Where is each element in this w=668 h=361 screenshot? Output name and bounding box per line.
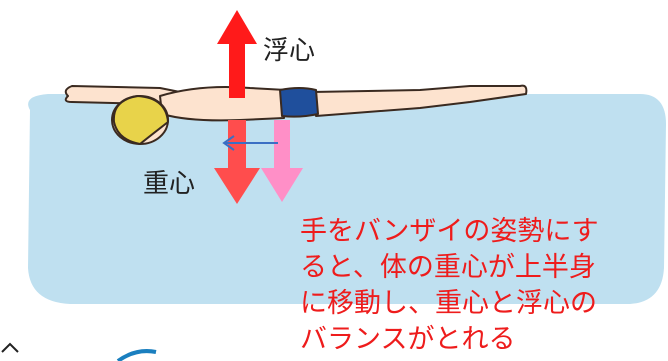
partial-label-fragment: [1, 342, 19, 353]
swim-cap: [112, 95, 169, 145]
shifted-gravity-arrow: [261, 120, 303, 202]
gravity-arrow: [214, 120, 260, 204]
explanation-caption: 手をバンザイの姿勢にす ると、体の重心が上半身 に移動し、重心と浮心の バランス…: [300, 214, 666, 358]
water-pool: [28, 94, 666, 304]
buoyancy-label: 浮心: [263, 36, 316, 66]
shift-indicator-arrow: [222, 135, 278, 151]
partial-arc-fragment: [116, 349, 157, 361]
caption-line: ると、体の重心が上半身: [300, 252, 596, 283]
gravity-label: 重心: [143, 169, 196, 199]
caption-line: 手をバンザイの姿勢にす: [300, 216, 599, 247]
buoyancy-arrow: [217, 10, 257, 98]
swimmer-legs: [311, 84, 528, 117]
swimmer-torso: [159, 86, 287, 122]
caption-line: に移動し、重心と浮心の: [300, 288, 597, 319]
swimmer-figure: [64, 84, 528, 145]
caption-line: バランスがとれる: [300, 324, 516, 355]
swimsuit: [279, 87, 319, 118]
